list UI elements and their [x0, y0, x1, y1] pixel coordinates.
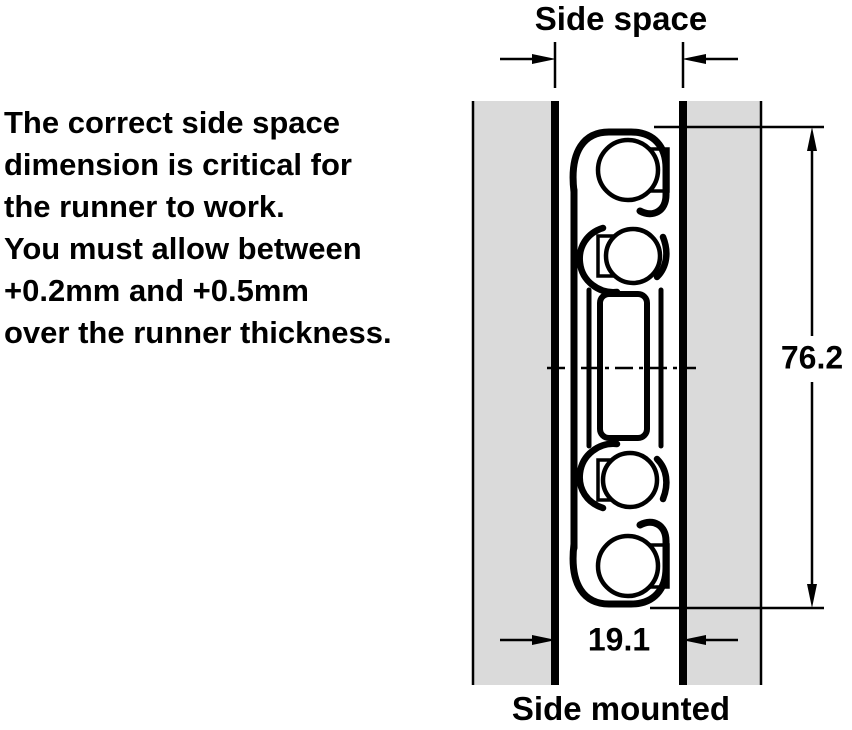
ball-bearing-bottom [595, 533, 661, 599]
description-line: +0.2mm and +0.5mm [4, 273, 309, 308]
intermediate-top-right-raceway [653, 233, 670, 281]
ball-bearing-upper [603, 226, 663, 286]
width-dimension-label: 19.1 [583, 621, 655, 659]
arrowhead-up [807, 127, 817, 151]
side-space-label: Side space [534, 0, 708, 37]
arrowhead-right [532, 54, 556, 64]
bottom-ball-clip [649, 543, 670, 589]
height-dimension-label: 76.2 [778, 339, 846, 377]
arrowhead-right [532, 635, 556, 645]
description-line: dimension is critical for [4, 147, 352, 182]
intermediate-bottom-right-raceway [653, 455, 670, 503]
side-mounted-caption: Side mounted [511, 690, 731, 727]
arrowhead-left [682, 635, 706, 645]
outer-member-top-raceway [569, 128, 670, 218]
intermediate-bottom-left-raceway [576, 440, 621, 512]
cabinet-panel-inner-face [551, 101, 559, 685]
description-line: The correct side space [4, 105, 340, 140]
ball-bearing-lower [600, 450, 660, 510]
dimension-width [500, 635, 738, 645]
description-line: You must allow between [4, 231, 362, 266]
drawer-panel-inner-face [679, 101, 687, 685]
description-text: The correct side space dimension is crit… [4, 102, 392, 354]
outer-member-bottom-raceway [569, 518, 670, 608]
arrowhead-left [682, 54, 706, 64]
lower-ball-clip [596, 458, 616, 502]
inner-member-web [597, 291, 650, 441]
top-ball-clip [649, 147, 670, 193]
upper-ball-clip [596, 234, 616, 278]
cabinet-side-panel [471, 101, 559, 685]
ball-bearing-top [595, 137, 661, 203]
drawer-side-panel [679, 101, 763, 685]
description-line: the runner to work. [4, 189, 285, 224]
intermediate-top-left-raceway [576, 224, 621, 296]
dimension-side-space [500, 42, 738, 88]
description-line: over the runner thickness. [4, 315, 392, 350]
dimension-height [650, 125, 824, 610]
arrowhead-down [807, 584, 817, 608]
